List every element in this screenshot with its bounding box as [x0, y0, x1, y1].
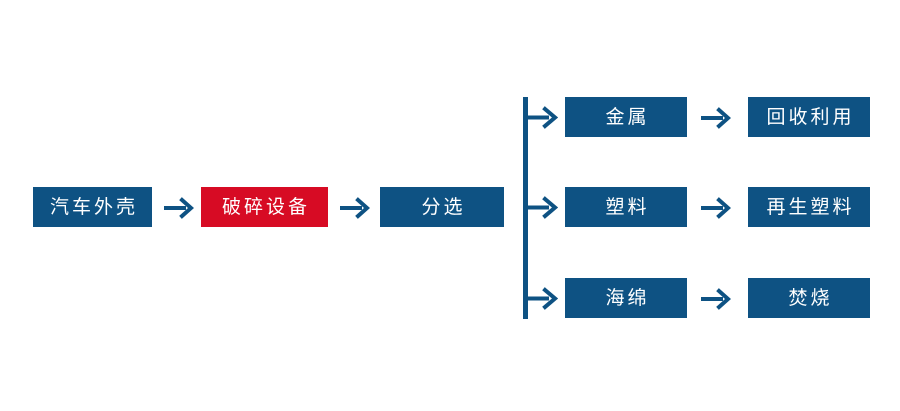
arrow-right-icon-3	[700, 103, 732, 133]
branch-arrow-icon-sponge	[526, 287, 558, 310]
branch-arrow-icon-metal	[526, 106, 558, 129]
node-incineration[interactable]: 焚烧	[748, 278, 870, 318]
node-regenerated-plastic[interactable]: 再生塑料	[748, 187, 870, 227]
arrow-right-icon-4	[700, 193, 732, 223]
node-sponge[interactable]: 海绵	[565, 278, 687, 318]
node-recycle-reuse[interactable]: 回收利用	[748, 97, 870, 137]
arrow-right-icon-1	[163, 193, 195, 223]
node-car-shell[interactable]: 汽车外壳	[33, 187, 152, 227]
node-shredder[interactable]: 破碎设备	[201, 187, 328, 227]
branch-arrow-icon-plastic	[526, 196, 558, 219]
node-sorting[interactable]: 分选	[380, 187, 504, 227]
arrow-right-icon-2	[339, 193, 371, 223]
node-plastic[interactable]: 塑料	[565, 187, 687, 227]
node-metal[interactable]: 金属	[565, 97, 687, 137]
arrow-right-icon-5	[700, 284, 732, 314]
